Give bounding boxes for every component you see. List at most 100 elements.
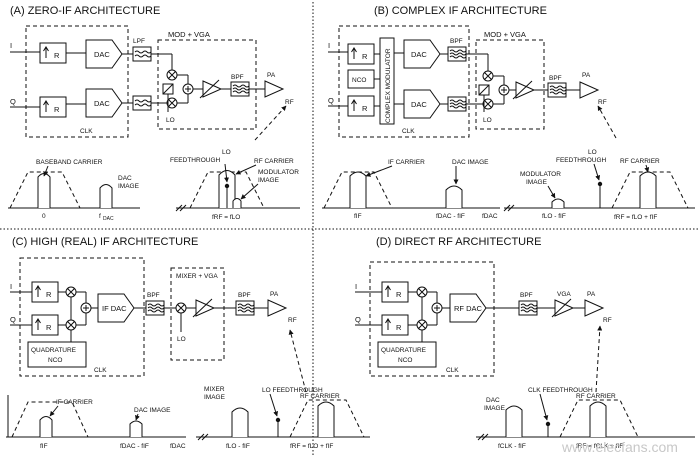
panel-d-clk-label: CLK (446, 367, 459, 374)
panel-c-title: (C) HIGH (REAL) IF ARCHITECTURE (12, 236, 198, 248)
panel-c-bpf-label-2: BPF (238, 292, 251, 299)
panel-c-clk-label: CLK (94, 367, 107, 374)
panel-a-pa-label: PA (267, 72, 276, 79)
panel-b-clk-label: CLK (402, 128, 415, 135)
panel-b-pa-label: PA (582, 72, 591, 79)
panel-a-lo-feedthrough-1: LO (222, 149, 231, 156)
panel-a-dac-label-q: DAC (94, 99, 110, 108)
panel-c-quad-nco-1: QUADRATURE (31, 347, 77, 354)
panel-a: (A) ZERO-IF ARCHITECTURE CLK I Q R DAC R… (8, 5, 300, 222)
panel-d-fclk-fif: fCLK - fIF (498, 443, 526, 450)
panel-b-flo-fif: fLO - fIF (542, 213, 566, 220)
panel-c-rf-label: RF (288, 317, 297, 324)
panel-b-if-carrier: IF CARRIER (388, 159, 425, 166)
panel-d-quad-nco-1: QUADRATURE (381, 347, 427, 354)
panel-b-complex-mod-block (379, 37, 395, 125)
panel-c: (C) HIGH (REAL) IF ARCHITECTURE CLK I Q … (6, 236, 370, 450)
panel-c-quad-nco-2: NCO (48, 357, 62, 364)
panel-c-dac-box (19, 257, 145, 377)
panel-b-title: (B) COMPLEX IF ARCHITECTURE (374, 5, 547, 17)
panel-c-mixer-image-2: IMAGE (204, 394, 226, 401)
panel-b-dac-box (338, 25, 470, 138)
panel-a-title: (A) ZERO-IF ARCHITECTURE (10, 5, 160, 17)
panel-d-dac-image-1: DAC (486, 397, 500, 404)
panel-d-quad-nco-block (377, 341, 437, 368)
panel-c-quad-nco-block (27, 341, 87, 368)
panel-c-r-label-q: R (46, 323, 52, 332)
panel-a-rf-spectrum: LO FEEDTHROUGH RF CARRIER MODULATOR IMAG… (170, 105, 300, 221)
panel-c-r-label-i: R (46, 290, 52, 299)
panel-d-bpf-label: BPF (520, 292, 533, 299)
panel-a-mod-image-1: MODULATOR (258, 169, 299, 176)
panel-c-fdac: fDAC (170, 443, 186, 450)
panel-a-fdac-sub: DAC (103, 216, 114, 222)
panel-a-lo-feedthrough-2: FEEDTHROUGH (170, 157, 221, 164)
panel-a-r-label-i: R (54, 51, 60, 60)
panel-b-fif: fIF (354, 213, 362, 220)
panel-b-nco-label: NCO (352, 77, 366, 84)
panel-b-i-label: I (328, 41, 330, 50)
panel-d: (D) DIRECT RF ARCHITECTURE CLK I Q R R Q… (355, 236, 695, 450)
panel-c-mixer-box (170, 267, 225, 361)
panel-d-title: (D) DIRECT RF ARCHITECTURE (376, 236, 541, 248)
panel-a-rf-carrier: RF CARRIER (254, 158, 294, 165)
panel-a-baseband-carrier: BASEBAND CARRIER (36, 159, 103, 166)
panel-b-dac-label-q: DAC (411, 100, 427, 109)
panel-b-lo-feedthrough-2: FEEDTHROUGH (556, 157, 607, 164)
panel-c-if-carrier: IF CARRIER (56, 399, 93, 406)
panel-b-complex-mod-label: COMPLEX MODULATOR (385, 48, 392, 123)
panel-d-spectrum: DAC IMAGE CLK FEEDTHROUGH RF CARRIER fCL… (476, 325, 695, 450)
panel-d-quad-nco-2: NCO (398, 357, 412, 364)
panel-b-mod-box (475, 39, 545, 130)
panel-b-bpf-label-1: BPF (450, 38, 463, 45)
panel-a-r-label-q: R (54, 105, 60, 114)
panel-d-q-label: Q (355, 315, 361, 324)
panel-c-mixer-vga-label: MIXER + VGA (176, 273, 218, 280)
panel-b-mod-vga-label: MOD + VGA (484, 30, 526, 39)
watermark: www.elecfans.com (561, 439, 678, 455)
panel-b: (B) COMPLEX IF ARCHITECTURE CLK I Q R NC… (322, 5, 695, 221)
panel-b-r-label-q: R (362, 104, 368, 113)
panel-a-i-path: R DAC (10, 39, 173, 70)
panel-b-rf-label: RF (598, 99, 607, 106)
panel-a-modulator: LO BPF PA RF (162, 69, 294, 124)
panel-c-rf-carrier: RF CARRIER (300, 393, 340, 400)
panel-b-rf-carrier: RF CARRIER (620, 158, 660, 165)
panel-a-zero: 0 (42, 213, 46, 220)
panel-c-lo-feedthrough: LO FEEDTHROUGH (262, 387, 323, 394)
panel-a-freq-eq: fRF = fLO (212, 214, 240, 221)
panel-b-mod-image-2: IMAGE (526, 179, 548, 186)
panel-a-mod-vga-label: MOD + VGA (168, 30, 210, 39)
panel-b-q-label: Q (328, 96, 334, 105)
panel-a-fdac-f: f (99, 213, 101, 220)
panel-a-i-label: I (10, 41, 12, 50)
panel-b-freq-eq: fRF = fLO + fIF (614, 214, 657, 221)
panel-b-lo-label: LO (483, 117, 492, 124)
panel-a-dac-image-2: IMAGE (118, 183, 140, 190)
panel-c-dac-image: DAC IMAGE (134, 407, 171, 414)
panel-c-bpf-label-1: BPF (147, 292, 160, 299)
panel-a-baseband-spectrum: BASEBAND CARRIER DAC IMAGE 0 f DAC (8, 159, 140, 222)
panel-b-fdac-fif: fDAC - fIF (436, 213, 465, 220)
panel-c-if-dac-label: IF DAC (102, 304, 127, 313)
panel-b-dac-image: DAC IMAGE (452, 159, 489, 166)
panel-d-clk-feedthrough: CLK FEEDTHROUGH (528, 387, 593, 394)
panel-d-vga-label: VGA (557, 291, 571, 298)
panel-c-lo-label: LO (177, 336, 186, 343)
panel-d-freq-eq: fRF = fCLK + fIF (576, 443, 623, 450)
panel-b-mod-image-1: MODULATOR (520, 171, 561, 178)
panel-c-fdac-fif: fDAC - fIF (120, 443, 149, 450)
panel-d-rf-dac-label: RF DAC (454, 304, 483, 313)
panel-b-bpf-label-2: BPF (549, 75, 562, 82)
panel-a-dac-label-i: DAC (94, 50, 110, 59)
panel-a-mod-box (157, 39, 257, 130)
panel-d-i-label: I (355, 282, 357, 291)
panel-a-q-label: Q (10, 97, 16, 106)
panel-a-dac-image-1: DAC (118, 175, 132, 182)
panel-a-rf-label: RF (285, 99, 294, 106)
panel-d-r-label-q: R (396, 323, 402, 332)
panel-b-dac-label-i: DAC (411, 50, 427, 59)
panel-a-bpf-label: BPF (231, 74, 244, 81)
